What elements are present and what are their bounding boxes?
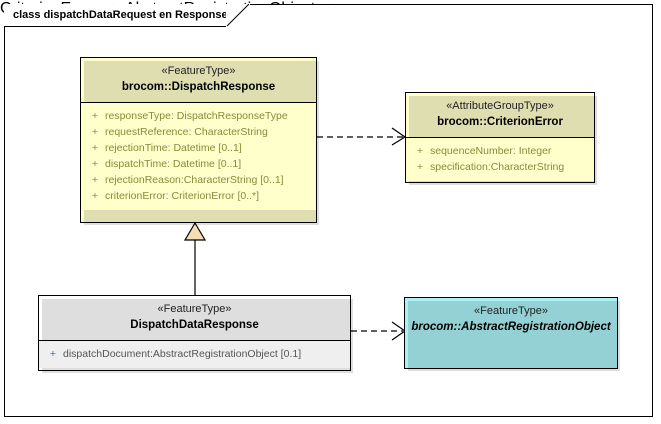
class-box-criterionerror[interactable]: «AttributeGroupType» brocom::CriterionEr… — [405, 92, 597, 185]
visibility-marker: + — [91, 158, 99, 170]
visibility-marker: + — [416, 145, 424, 157]
class-stereotype: «FeatureType» — [157, 303, 232, 315]
attribute-row: + criterionError: CriterionError [0..*] — [85, 188, 312, 204]
class-name: brocom::AbstractRegistrationObject — [411, 321, 611, 333]
attribute-label: dispatchTime: Datetime [0..1] — [105, 158, 242, 170]
visibility-marker: + — [91, 174, 99, 186]
attribute-row: + sequenceNumber: Integer — [410, 143, 590, 159]
class-stereotype: «AttributeGroupType» — [446, 100, 554, 112]
connector-generalization-dispatchdataresponse-dispatchresponse[interactable] — [178, 221, 212, 297]
compartment-divider — [39, 340, 350, 341]
attribute-label: criterionError: CriterionError [0..*] — [105, 190, 260, 202]
class-header-dispatchresponse: «FeatureType» brocom::DispatchResponse — [81, 58, 316, 102]
visibility-marker: + — [416, 161, 424, 173]
visibility-marker: + — [91, 142, 99, 154]
attribute-compartment-dispatchdataresponse: + dispatchDocument:AbstractRegistrationO… — [39, 341, 350, 368]
diagram-title: class dispatchDataRequest en Response — [13, 9, 228, 21]
class-name: brocom::DispatchResponse — [121, 81, 276, 93]
attribute-row: + rejectionReason:CharacterString [0..1] — [85, 172, 312, 188]
attribute-label: requestReference: CharacterString — [105, 126, 268, 138]
attribute-label: sequenceNumber: Integer — [430, 145, 552, 157]
attribute-compartment-dispatchresponse: + responseType: DispatchResponseType + r… — [81, 103, 316, 210]
class-box-dispatchresponse[interactable]: «FeatureType» brocom::DispatchResponse +… — [80, 57, 319, 225]
diagram-title-tab[interactable]: class dispatchDataRequest en Response — [4, 4, 228, 26]
compartment-divider — [406, 137, 594, 138]
attribute-row: + specification:CharacterString — [410, 159, 590, 175]
attribute-row: + responseType: DispatchResponseType — [85, 108, 312, 124]
class-name: DispatchDataResponse — [130, 319, 259, 331]
connector-dependency-dispatchdataresponse-abstractregistrationobject[interactable] — [351, 318, 409, 344]
class-stereotype: «FeatureType» — [474, 305, 548, 317]
attribute-compartment-criterionerror: + sequenceNumber: Integer + specificatio… — [406, 138, 594, 181]
attribute-row: + rejectionTime: Datetime [0..1] — [85, 140, 312, 156]
connector-dependency-dispatchresponse-criterionerror[interactable] — [317, 118, 409, 146]
attribute-label: dispatchDocument:AbstractRegistrationObj… — [63, 348, 302, 360]
title-tab-slant-edge — [226, 4, 250, 27]
title-tab-underline — [4, 26, 227, 27]
compartment-divider — [81, 102, 316, 103]
visibility-marker: + — [91, 110, 99, 122]
class-stereotype: «FeatureType» — [161, 65, 236, 77]
attribute-label: specification:CharacterString — [430, 161, 565, 173]
attribute-label: rejectionTime: Datetime [0..1] — [105, 142, 242, 154]
attribute-row: + dispatchDocument:AbstractRegistrationO… — [43, 346, 346, 362]
attribute-label: responseType: DispatchResponseType — [105, 110, 288, 122]
visibility-marker: + — [91, 190, 99, 202]
attribute-label: rejectionReason:CharacterString [0..1] — [105, 174, 284, 186]
attribute-row: + requestReference: CharacterString — [85, 124, 312, 140]
attribute-row: + dispatchTime: Datetime [0..1] — [85, 156, 312, 172]
class-header-criterionerror: «AttributeGroupType» brocom::CriterionEr… — [406, 93, 594, 137]
class-name: brocom::CriterionError — [437, 116, 563, 128]
visibility-marker: + — [91, 126, 99, 138]
class-header-abstractregistrationobject: «FeatureType» brocom::AbstractRegistrati… — [405, 298, 617, 342]
class-header-dispatchdataresponse: «FeatureType» DispatchDataResponse — [39, 296, 350, 340]
class-box-abstractregistrationobject[interactable]: «FeatureType» brocom::AbstractRegistrati… — [404, 297, 620, 371]
visibility-marker: + — [49, 348, 57, 360]
class-box-dispatchdataresponse[interactable]: «FeatureType» DispatchDataResponse + dis… — [38, 295, 353, 373]
